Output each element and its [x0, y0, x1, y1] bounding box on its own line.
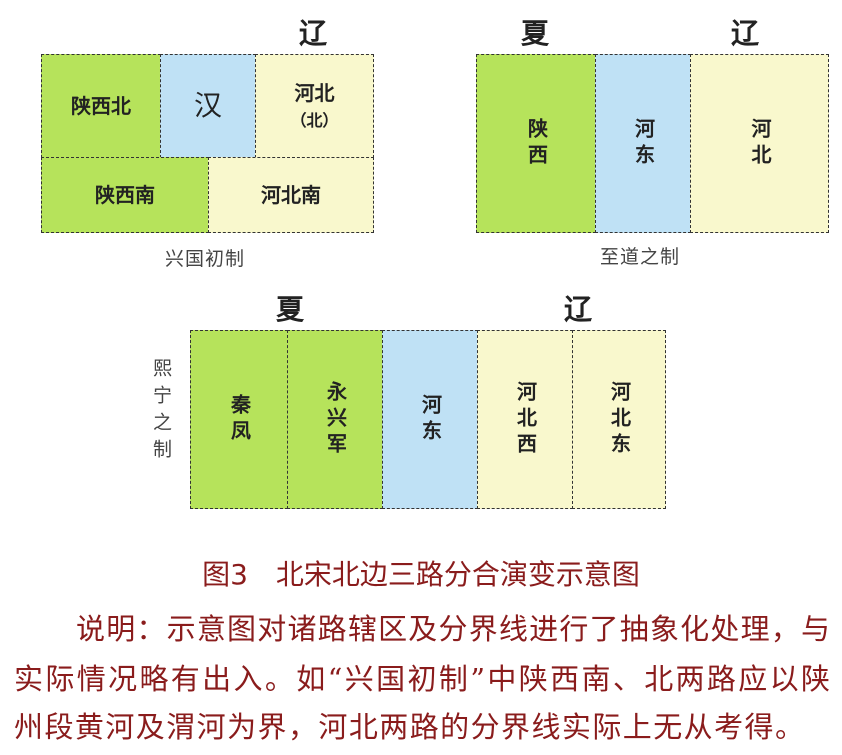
note-line: 州段黄河及渭河为界，河北两路的分界线实际上无从考得。 — [14, 710, 804, 744]
xia-label: 夏 — [520, 17, 550, 50]
liao-label: 辽 — [730, 17, 760, 50]
region-hebei-west: 河北西 — [477, 330, 573, 509]
region-shaanxi-south: 陕西南 — [41, 157, 209, 233]
region-yongxingjun: 永兴军 — [287, 330, 383, 509]
region-note: （北） — [290, 111, 339, 131]
diagram-title: 兴国初制 — [164, 248, 246, 270]
region-hebei-east: 河北东 — [572, 330, 666, 509]
region-hedong: 河东 — [595, 54, 691, 233]
region-hebei-south: 河北南 — [208, 157, 374, 233]
xia-label: 夏 — [275, 293, 305, 326]
region-hebei: 河北 — [690, 54, 829, 233]
region-shaanxi-north: 陕西北 — [41, 54, 161, 158]
diagram-title: 至道之制 — [599, 246, 681, 268]
region-name: 河北 — [294, 81, 335, 106]
liao-label: 辽 — [563, 293, 593, 326]
region-shaanxi: 陕西 — [476, 54, 596, 233]
note-line: 说明：示意图对诸路辖区及分界线进行了抽象化处理，与 — [76, 612, 830, 646]
region-hebei-north: 河北 （北） — [255, 54, 374, 158]
region-hedong: 河东 — [382, 330, 478, 509]
region-han: 汉 — [160, 54, 256, 158]
diagram-title: 熙宁之制 — [150, 358, 172, 466]
note-line: 实际情况略有出入。如“兴国初制”中陕西南、北两路应以陕 — [14, 662, 830, 696]
figure-caption: 图3 北宋北边三路分合演变示意图 — [202, 558, 640, 591]
liao-label: 辽 — [298, 17, 328, 50]
region-qinfeng: 秦凤 — [190, 330, 288, 509]
